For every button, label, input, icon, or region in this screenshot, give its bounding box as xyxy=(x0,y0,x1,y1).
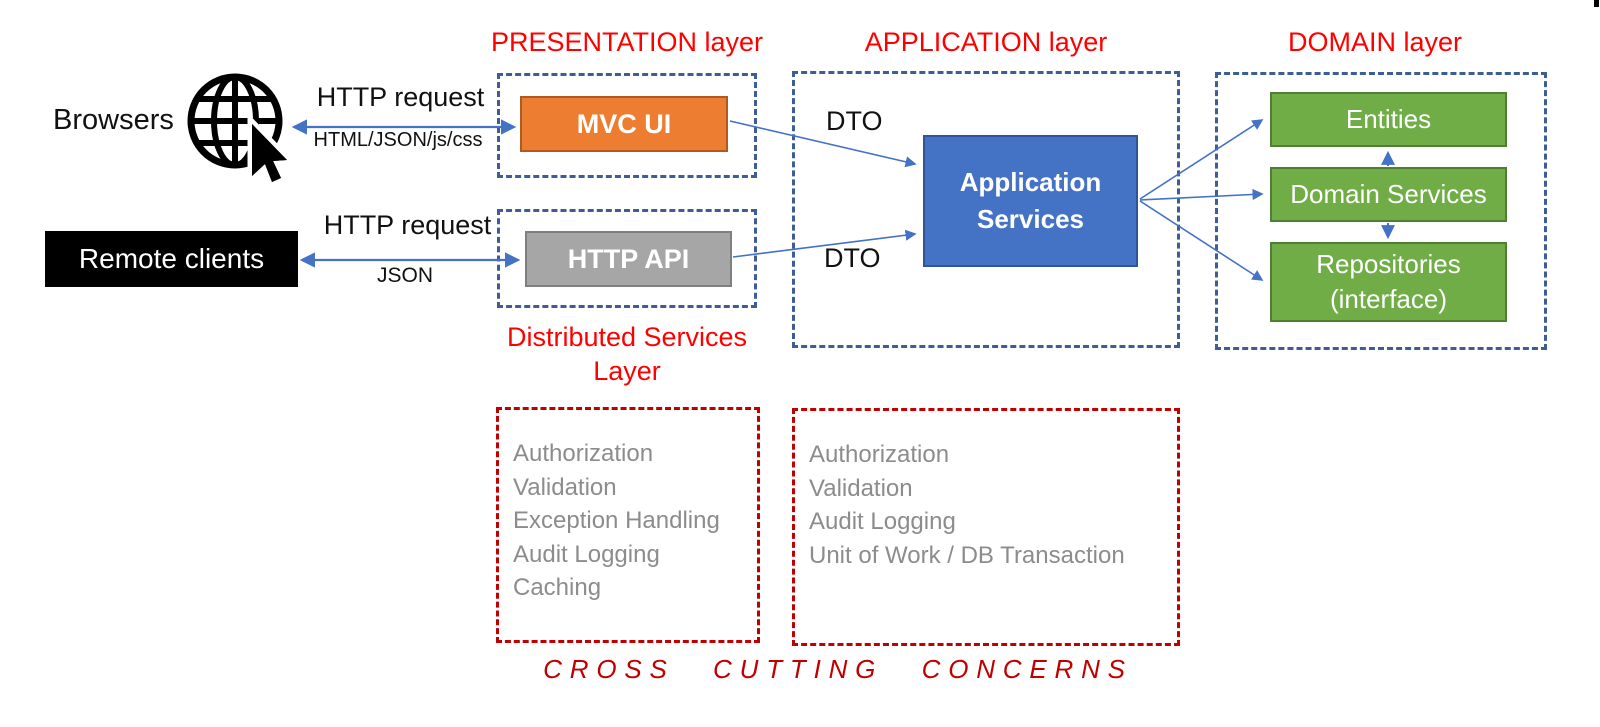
list-item: Validation xyxy=(513,473,617,501)
repositories-line1: Repositories xyxy=(1316,249,1461,279)
entities-label: Entities xyxy=(1345,104,1432,134)
cross-cutting-right-list: Authorization Validation Audit Logging U… xyxy=(809,438,1125,572)
domain-services-node: Domain Services xyxy=(1270,167,1507,222)
http-request-bottom-label: HTTP request xyxy=(323,210,492,240)
repositories-node: Repositories (interface) xyxy=(1270,242,1507,322)
dto-top-label: DTO xyxy=(826,106,883,136)
application-services-node: Application Services xyxy=(923,135,1138,267)
http-api-node: HTTP API xyxy=(525,231,732,287)
http-response-top-label: HTML/JSON/js/css xyxy=(313,129,483,151)
list-item: Authorization xyxy=(809,441,950,468)
http-request-top-label: HTTP request xyxy=(316,82,485,112)
remote-clients-label: Remote clients xyxy=(78,243,265,274)
screen-artifact xyxy=(1594,0,1599,7)
entities-node: Entities xyxy=(1270,92,1507,147)
application-services-line2: Services xyxy=(977,204,1084,234)
http-response-bottom-label: JSON xyxy=(376,264,433,287)
list-item: Validation xyxy=(809,474,913,502)
cross-cutting-left-list: Authorization Validation Exception Handl… xyxy=(513,437,720,605)
cross-cutting-footer: CROSS CUTTING CONCERNS xyxy=(543,654,1133,684)
repositories-line2: (interface) xyxy=(1329,284,1448,314)
cross-cutting-left-box xyxy=(496,407,760,643)
mvc-ui-node: MVC UI xyxy=(520,96,728,152)
globe-with-cursor-icon xyxy=(187,73,297,188)
mvc-ui-label: MVC UI xyxy=(576,108,672,139)
list-item: Audit Logging xyxy=(513,540,660,568)
distributed-services-layer-title: Distributed Services Layer xyxy=(482,320,772,388)
distributed-services-line1: Distributed Services xyxy=(506,322,748,352)
application-services-line1: Application xyxy=(959,167,1102,197)
list-item: Authorization xyxy=(513,440,654,467)
list-item: Caching xyxy=(513,574,602,601)
list-item: Exception Handling xyxy=(513,507,720,534)
dto-bottom-label: DTO xyxy=(824,243,881,273)
cross-cutting-right-box xyxy=(792,408,1180,646)
http-api-label: HTTP API xyxy=(567,243,690,274)
list-item: Audit Logging xyxy=(809,508,956,535)
domain-services-label: Domain Services xyxy=(1290,179,1487,209)
distributed-services-line2: Layer xyxy=(593,356,661,386)
browsers-label: Browsers xyxy=(53,104,174,136)
domain-layer-title: DOMAIN layer xyxy=(1287,27,1463,57)
application-layer-title: APPLICATION layer xyxy=(864,27,1108,57)
remote-clients-node: Remote clients xyxy=(45,231,298,287)
presentation-layer-title: PRESENTATION layer xyxy=(490,27,764,57)
list-item: Unit of Work / DB Transaction xyxy=(809,541,1125,569)
